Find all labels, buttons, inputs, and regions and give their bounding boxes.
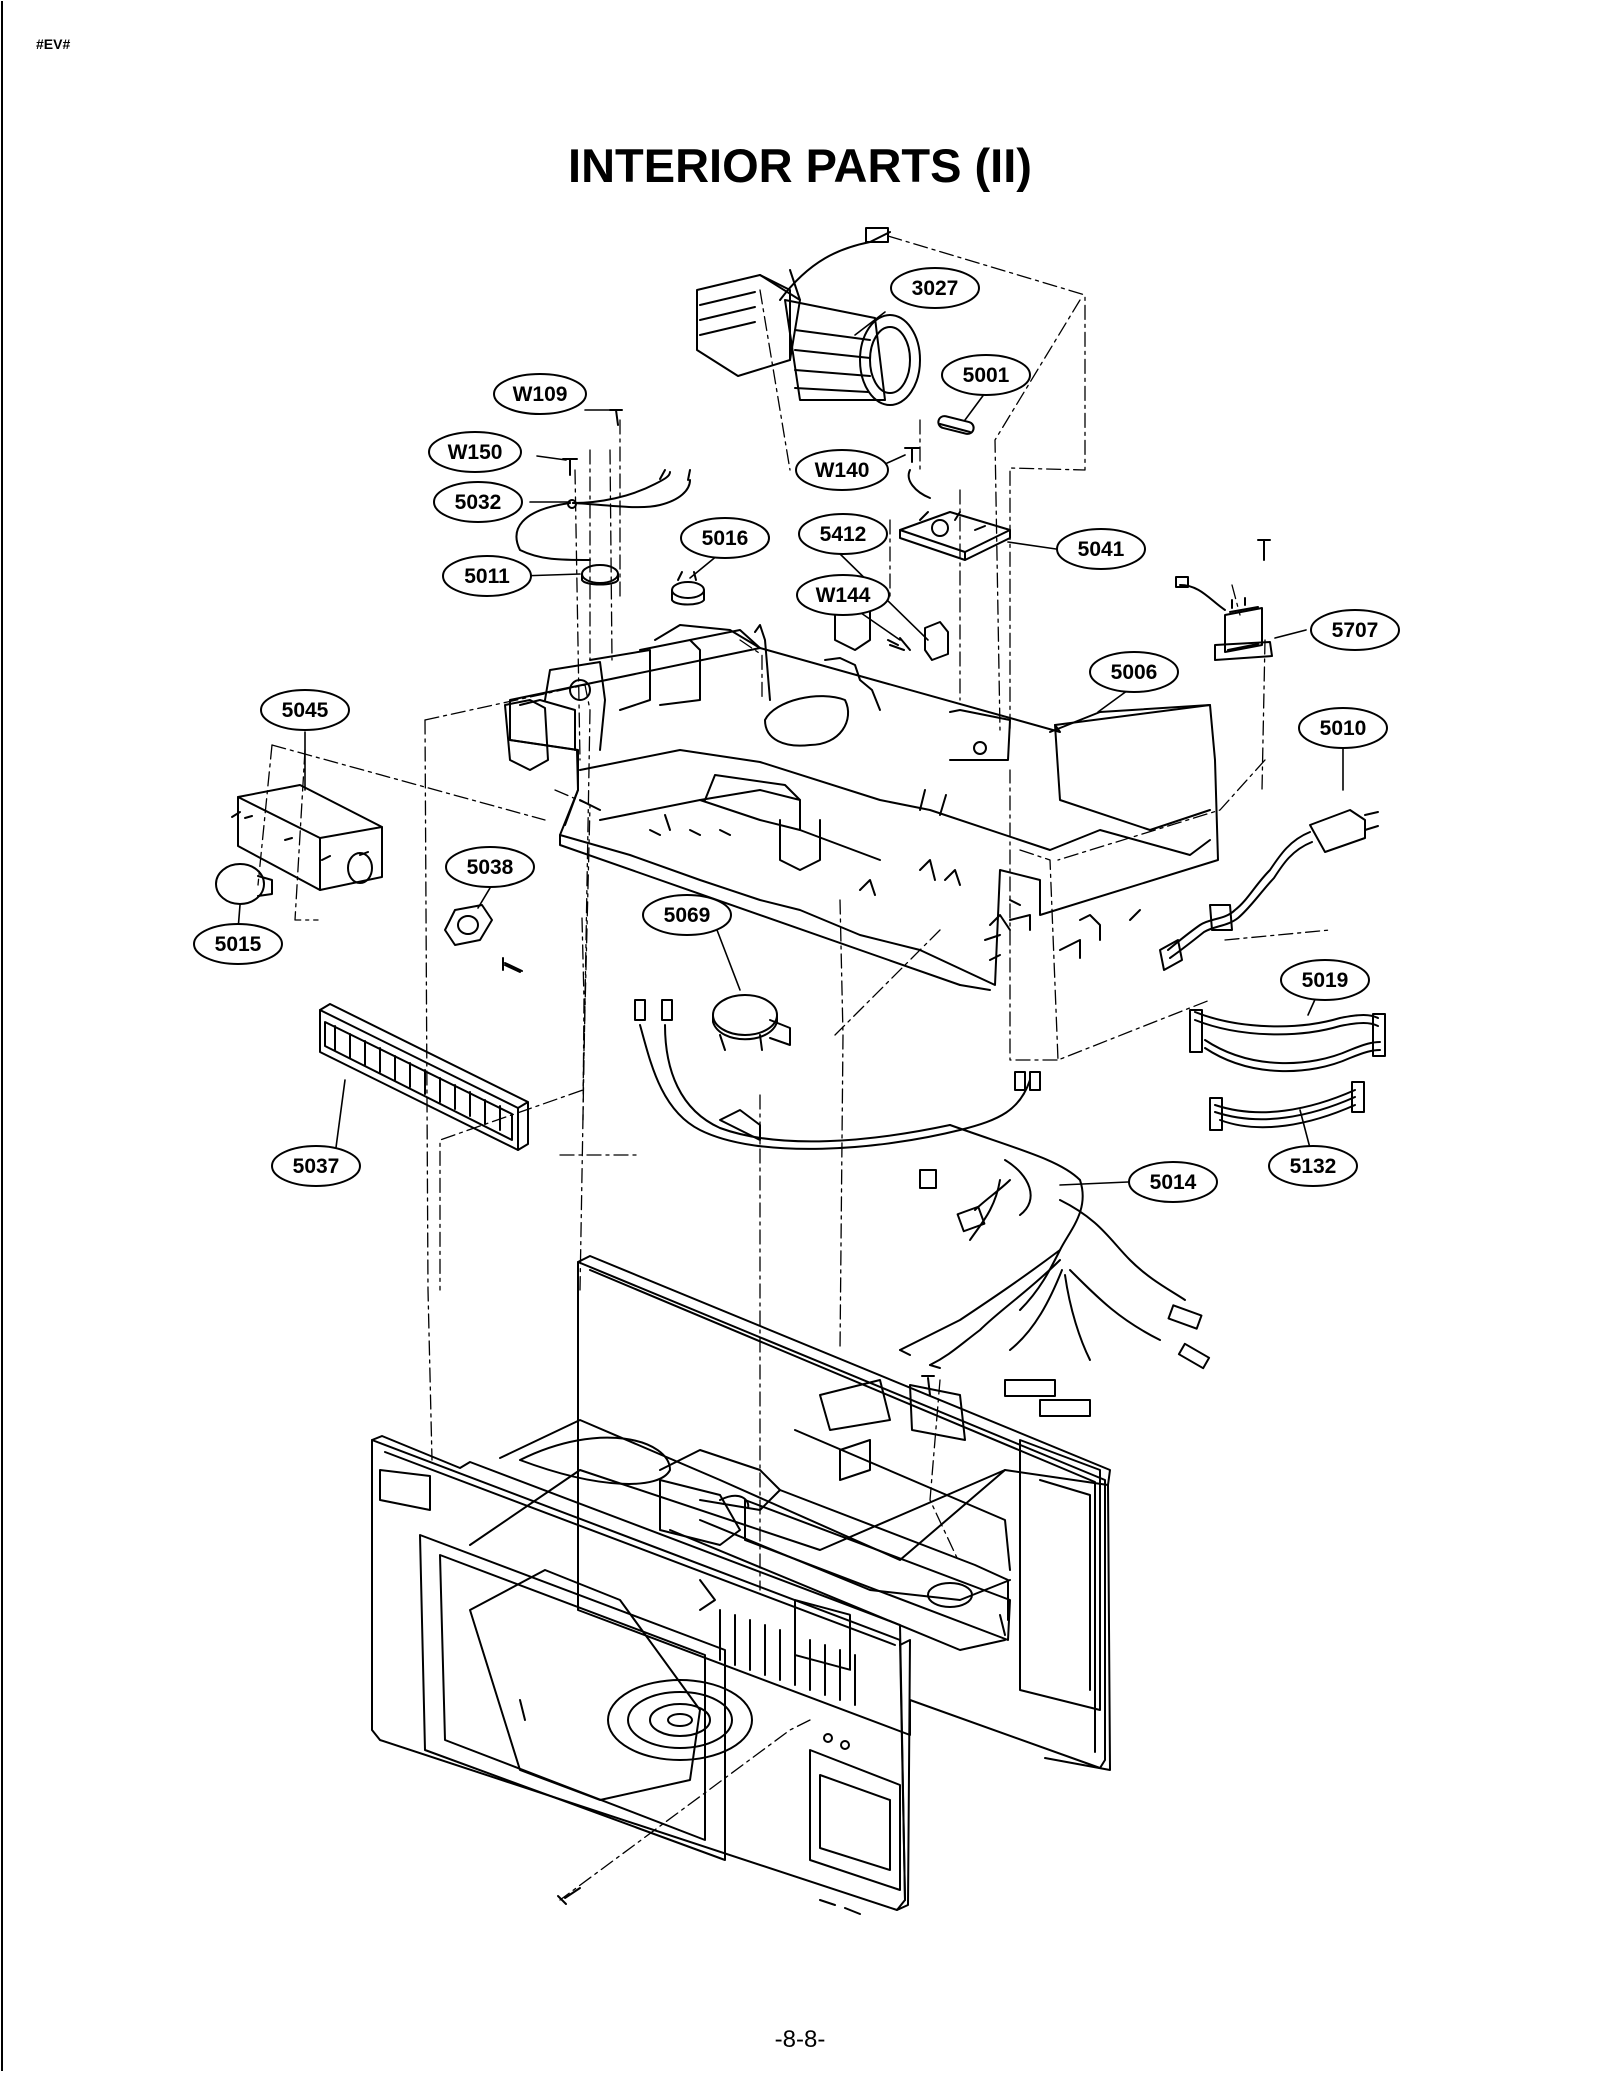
turntable-motor <box>712 994 791 1051</box>
svg-text:W150: W150 <box>448 441 503 464</box>
thermal-cutout-wiring <box>515 469 691 586</box>
callout-w109: W109 <box>493 373 587 415</box>
callout-5132: 5132 <box>1268 1145 1358 1187</box>
callout-5015: 5015 <box>193 923 283 965</box>
callout-5014: 5014 <box>1128 1161 1218 1203</box>
callout-5041: 5041 <box>1056 528 1146 570</box>
page-title: INTERIOR PARTS (II) <box>568 139 1032 192</box>
callout-5001: 5001 <box>941 354 1031 396</box>
svg-text:5014: 5014 <box>1150 1171 1197 1194</box>
callout-5069: 5069 <box>642 894 732 936</box>
corner-tag: #EV# <box>36 36 71 52</box>
page-number: -8-8- <box>774 2026 826 2053</box>
svg-text:5069: 5069 <box>664 904 711 927</box>
callout-5006: 5006 <box>1089 651 1179 693</box>
svg-text:5038: 5038 <box>467 856 514 879</box>
callout-5019: 5019 <box>1280 959 1370 1001</box>
thermostat <box>671 571 705 606</box>
lamp-bulb <box>215 863 273 905</box>
svg-text:5016: 5016 <box>702 527 749 550</box>
svg-text:5032: 5032 <box>455 491 502 514</box>
power-cord <box>1159 809 1379 971</box>
callout-5037: 5037 <box>271 1145 361 1187</box>
svg-text:5037: 5037 <box>293 1155 340 1178</box>
callout-w144: W144 <box>796 574 890 616</box>
fuse <box>937 415 975 435</box>
main-wire-harness <box>634 999 1211 1417</box>
svg-text:5019: 5019 <box>1302 969 1349 992</box>
harness-5019 <box>1189 1009 1386 1073</box>
oven-cavity <box>371 1255 1111 1915</box>
fan-motor-assembly <box>696 227 921 406</box>
callout-w140: W140 <box>795 449 889 491</box>
callout-5412: 5412 <box>798 513 888 555</box>
lamp-holder-bracket <box>444 904 521 973</box>
callout-5010: 5010 <box>1298 707 1388 749</box>
svg-text:5412: 5412 <box>820 523 867 546</box>
svg-text:5707: 5707 <box>1332 619 1379 642</box>
callout-5045: 5045 <box>260 689 350 731</box>
callout-5016: 5016 <box>680 517 770 559</box>
vent-grille <box>319 1003 529 1151</box>
svg-text:5011: 5011 <box>464 565 510 588</box>
svg-text:5045: 5045 <box>282 699 329 722</box>
callout-w150: W150 <box>428 431 522 473</box>
upper-base-tray <box>504 609 1219 991</box>
transformer <box>1175 576 1273 661</box>
svg-text:5041: 5041 <box>1078 538 1125 561</box>
callout-5707: 5707 <box>1310 609 1400 651</box>
svg-text:5132: 5132 <box>1290 1155 1337 1178</box>
callout-5038: 5038 <box>445 846 535 888</box>
callout-labels: 3027 5001 W109 W150 W140 5032 5016 5412 <box>193 267 1400 1203</box>
relay <box>889 621 949 661</box>
svg-text:W109: W109 <box>513 383 568 406</box>
svg-text:5006: 5006 <box>1111 661 1158 684</box>
svg-text:W140: W140 <box>815 459 870 482</box>
noise-filter-board <box>899 469 1011 561</box>
screws <box>502 409 1271 1905</box>
svg-text:5001: 5001 <box>963 364 1010 387</box>
harness-5132 <box>1209 1081 1365 1131</box>
lamp-socket <box>231 784 383 891</box>
svg-text:3027: 3027 <box>912 277 959 300</box>
callout-5011: 5011 <box>442 555 532 597</box>
callout-leaders <box>237 311 1344 1186</box>
svg-text:W144: W144 <box>816 584 871 607</box>
assembly-guide-lines <box>257 235 1331 1901</box>
svg-text:5010: 5010 <box>1320 717 1367 740</box>
callout-5032: 5032 <box>433 481 523 523</box>
svg-text:5015: 5015 <box>215 933 262 956</box>
callout-3027: 3027 <box>890 267 980 309</box>
